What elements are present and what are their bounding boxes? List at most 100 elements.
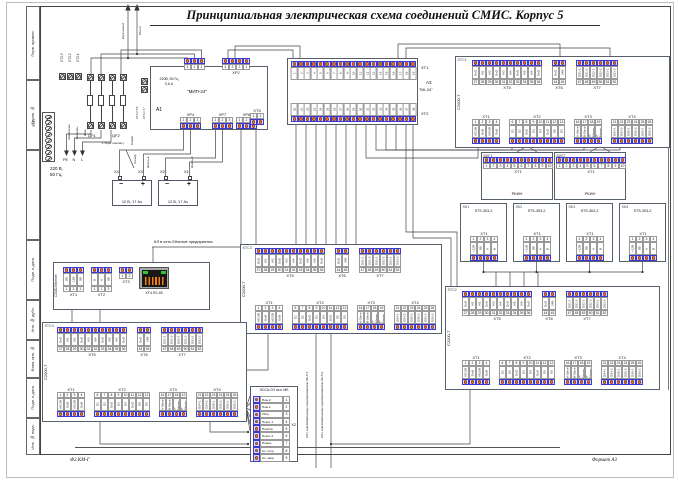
terminal-dot <box>180 411 187 417</box>
screw-terminal-icon <box>45 132 52 137</box>
terminal-dot <box>356 61 364 67</box>
terminal-dot <box>371 324 378 330</box>
terminal-dot <box>363 61 371 67</box>
terminal-cell: 8 <box>532 157 539 169</box>
terminal-dot <box>98 267 105 273</box>
terminal-dot <box>304 61 311 67</box>
terminal-group-caption: XT5 <box>88 352 96 357</box>
breaker-terminal <box>119 122 127 129</box>
terminal-dot <box>559 60 566 66</box>
terminal-dot <box>182 327 189 333</box>
terminal-dot <box>523 138 530 144</box>
terminal-dot <box>511 291 518 297</box>
terminal-dot <box>113 327 120 333</box>
terminal-dot <box>539 157 546 163</box>
terminal-dot <box>629 379 636 385</box>
terminal-cell: 37 <box>403 103 410 122</box>
terminal-dot <box>310 116 318 122</box>
terminal-dot <box>276 324 283 330</box>
terminal-cell: 23 <box>310 103 318 122</box>
terminal-dot <box>376 116 384 122</box>
terminal-dot <box>570 157 577 163</box>
terminal-dot <box>462 379 469 385</box>
terminal-cell: 2 <box>490 157 497 169</box>
terminal-dot <box>71 411 78 417</box>
l-label: L <box>81 158 84 162</box>
terminal-dot <box>525 157 532 163</box>
terminal-group-caption: XT1 <box>67 386 75 392</box>
screw-terminal-icon <box>76 73 81 80</box>
terminal-label-xt3-n: XT3.2 "N" <box>135 106 139 120</box>
breaker-ref-qf1: QF1 <box>88 133 96 138</box>
terminal-dot <box>373 248 380 254</box>
rj45-caption: XT4 RJ-45 <box>145 291 163 295</box>
battery-terminal-x2: X2 <box>160 169 165 174</box>
terminal-dot <box>491 255 498 261</box>
terminal-dot <box>57 327 64 333</box>
terminal-dot <box>269 324 276 330</box>
block-ref: STC4 <box>44 323 54 328</box>
terminal-dot <box>92 327 99 333</box>
terminal-cell: 3 <box>184 58 191 70</box>
terminal-dot <box>578 379 585 385</box>
screw-terminal-icon <box>60 73 65 80</box>
pole-line <box>100 106 102 122</box>
terminal-dot <box>231 411 238 417</box>
terminal-dot <box>343 116 351 122</box>
screw-terminal-icon <box>45 120 52 126</box>
terminal-dot <box>615 379 622 385</box>
terminal-cell: 3 <box>497 157 504 169</box>
terminal-cell: 1+12В <box>470 236 477 261</box>
device-name: STS-303-2 <box>580 209 599 213</box>
terminal-cell: 4 <box>310 61 318 80</box>
terminal-dot <box>597 60 604 66</box>
terminal-dot <box>70 267 77 273</box>
terminal-cell: 5 <box>317 61 324 80</box>
terminal-cell: 15 <box>383 61 390 80</box>
terminal-dot <box>484 255 491 261</box>
screw-terminal-icon <box>45 155 52 161</box>
terminal-cell: 20 <box>291 103 298 122</box>
terminal-dot <box>546 157 553 163</box>
wire-color-label: Коричневый <box>121 23 125 39</box>
terminal-dot <box>250 119 257 126</box>
terminal-dot <box>646 138 653 144</box>
terminal-dot <box>350 61 357 67</box>
terminal-dot <box>608 379 615 385</box>
minus-sign: − <box>119 181 124 188</box>
terminal-dot <box>337 61 344 67</box>
